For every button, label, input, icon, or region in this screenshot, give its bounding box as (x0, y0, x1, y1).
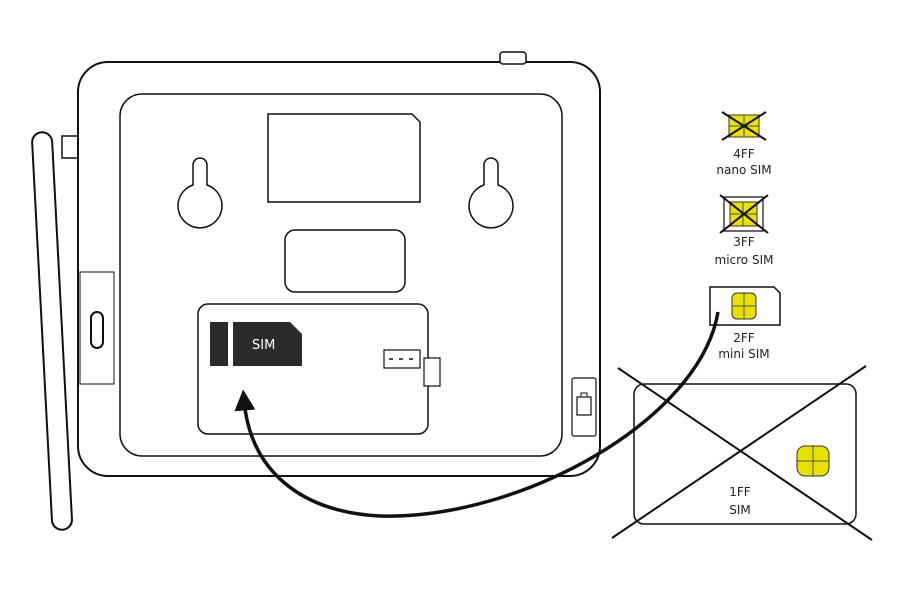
mini-sim-card: 2FF mini SIM (709, 286, 781, 361)
sim-slot (233, 322, 302, 366)
nano-sim-cross (721, 111, 767, 141)
keyhole-right (468, 157, 514, 229)
micro-sim-card: 3FF micro SIM (715, 194, 774, 267)
label-plate (267, 113, 421, 203)
mini-sim-name: mini SIM (718, 347, 769, 361)
mini-sim-size: 2FF (733, 331, 755, 345)
sim-slot-label: SIM (252, 338, 275, 353)
micro-sim-name: micro SIM (715, 253, 774, 267)
keyhole-left (177, 157, 223, 229)
full-size-sim-card: 1FF SIM (611, 365, 873, 541)
side-port (79, 271, 115, 385)
full-size-sim-name: SIM (729, 503, 751, 517)
battery-cover (284, 229, 406, 293)
nano-sim-card: 4FF nano SIM (716, 111, 772, 177)
top-button (499, 51, 527, 65)
nano-sim-name: nano SIM (716, 163, 771, 177)
nano-sim-size: 4FF (733, 147, 755, 161)
slot-guide (210, 322, 228, 366)
phone-jack (571, 377, 597, 437)
micro-sim-cross (719, 194, 769, 234)
insertion-arrow (234, 311, 720, 518)
sim-compartment: SIM (197, 303, 441, 435)
full-size-sim-cross (611, 365, 873, 541)
full-size-sim-size: 1FF (729, 485, 751, 499)
micro-sim-size: 3FF (733, 235, 755, 249)
battery-connector (383, 349, 441, 387)
